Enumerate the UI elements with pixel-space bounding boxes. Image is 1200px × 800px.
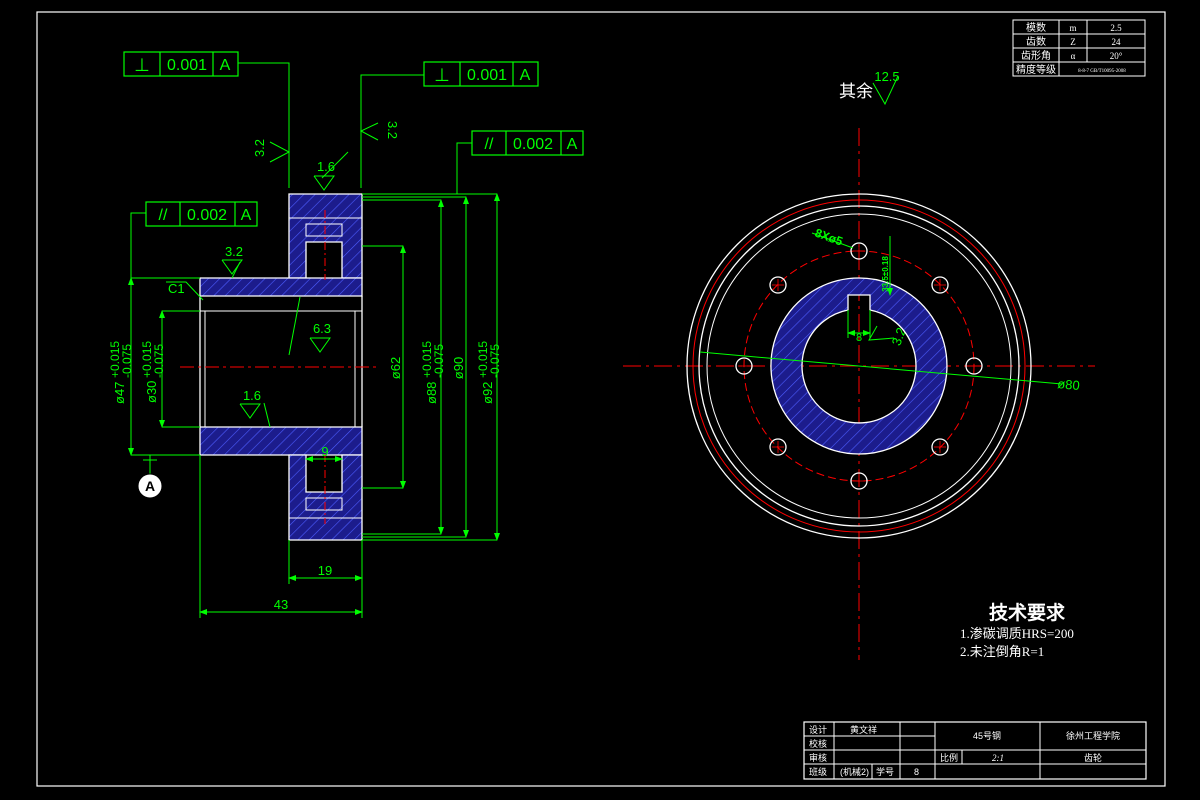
section-dimensions: [128, 62, 500, 618]
gear-param-table: 模数 m 2.5 齿数 Z 24 齿形角 α 20° 精度等级 8-8-7 GB…: [1012, 19, 1146, 77]
tb-class-value: (机械2): [840, 766, 869, 777]
datum-a-label: A: [145, 478, 155, 494]
dim-root-tol-up: +0.015: [420, 341, 434, 378]
hub-ring: [770, 277, 948, 455]
dim-chamfer: C1: [168, 281, 185, 296]
param-symbol-2: α: [1071, 51, 1076, 61]
tb-design-label: 设计: [809, 724, 827, 735]
section-view: [180, 193, 380, 541]
root-circle: [698, 205, 1020, 527]
tip-circle: [686, 193, 1032, 539]
tb-school: 徐州工程学院: [1066, 730, 1120, 741]
gdt-parallel-right-value: 0.002: [513, 136, 553, 153]
gdt-perp-right-datum: A: [520, 67, 531, 84]
lightening-holes: [735, 242, 983, 490]
tb-part-name: 齿轮: [1084, 752, 1102, 763]
roughness-other-label: 其余: [839, 82, 873, 101]
tech-requirements: 技术要求 1.渗碳调质HRS=200 2.未注倒角R=1: [960, 601, 1074, 659]
dim-pitch-dia: ø90: [451, 357, 466, 379]
param-symbol-0: m: [1069, 23, 1076, 33]
tb-id-value: 8: [914, 767, 919, 777]
dim-tip-tol-lo: -0.075: [488, 344, 502, 378]
param-label-2: 齿形角: [1021, 50, 1051, 62]
roughness-face-right: 3.2: [385, 121, 400, 139]
param-value-1: 24: [1112, 37, 1122, 47]
title-block: 设计 黄文祥 校核 审核 班级 (机械2) 学号 8 45号钢 徐州工程学院 比…: [803, 721, 1147, 780]
dim-hub-tol-up: +0.015: [108, 341, 122, 378]
param-label-3: 精度等级: [1016, 63, 1056, 76]
gdt-parallel-right-symbol: //: [485, 136, 494, 153]
roughness-face-left: 3.2: [252, 139, 267, 157]
gdt-parallel-left-symbol: //: [159, 207, 168, 224]
gdt-parallel-left-value: 0.002: [187, 207, 227, 224]
roughness-tooth-top: 1.6: [317, 159, 335, 174]
roughness-bore-lower: 1.6: [243, 388, 261, 403]
dim-hole-pattern: 8Xø5: [813, 226, 845, 249]
tb-id-label: 学号: [876, 766, 894, 777]
tech-req-item-2: 2.未注倒角R=1: [960, 644, 1044, 659]
tb-review-label: 审核: [809, 752, 827, 763]
tb-scale-label: 比例: [940, 752, 958, 763]
roughness-symbols: [221, 75, 899, 419]
sheet-border: [36, 11, 1166, 787]
dim-bore-dia: ø30: [144, 381, 159, 403]
dim-width: 19: [318, 563, 332, 578]
tb-class-label: 班级: [809, 766, 827, 777]
dimension-labels: ø47 +0.015 -0.075 ø30 +0.015 -0.075 ø62 …: [108, 281, 502, 612]
datum-a-symbol: A: [137, 473, 163, 499]
tb-check-label: 校核: [809, 738, 827, 749]
roughness-hub-top: 3.2: [225, 244, 243, 259]
dim-hub-dia: ø47: [112, 382, 127, 404]
gdt-frames: [123, 51, 584, 227]
param-value-0: 2.5: [1110, 23, 1122, 33]
dim-total-len: 43: [274, 597, 288, 612]
gdt-perp-top-value: 0.001: [167, 57, 207, 74]
gdt-parallel-right-datum: A: [567, 136, 578, 153]
roughness-labels: 3.2 3.2 1.6 3.2 6.3 1.6 3.2 12.5: [225, 69, 909, 403]
dim-bore-tol-lo: -0.075: [152, 344, 166, 378]
dim-keyway-depth: 33.5±0.18: [881, 256, 890, 292]
pitch-circle: [692, 199, 1026, 533]
gdt-perp-top-symbol: ⊥: [134, 55, 150, 75]
dim-web-thk: 9: [321, 444, 328, 459]
gdt-perp-top-datum: A: [220, 57, 231, 74]
tech-req-item-1: 1.渗碳调质HRS=200: [960, 626, 1074, 641]
dim-web-dia: ø62: [388, 357, 403, 379]
gdt-perp-right-symbol: ⊥: [434, 65, 450, 85]
front-view: 8Xø5 ø80 8 33.5±0.18: [623, 128, 1095, 660]
dim-root-dia: ø88: [424, 382, 439, 404]
param-value-2: 20°: [1110, 51, 1123, 61]
roughness-bore-inner: 6.3: [313, 321, 331, 336]
dim-hub-tol-lo: -0.075: [120, 344, 134, 378]
dim-keyway-width: 8: [856, 332, 862, 344]
section-hub-bottom: [199, 426, 363, 456]
gdt-texts: ⊥ 0.001 A ⊥ 0.001 A // 0.002 A // 0.002 …: [134, 55, 578, 224]
dim-tip-dia: ø92: [480, 382, 495, 404]
param-value-3: 8-8-7 GB/T10095-2008: [1078, 69, 1126, 74]
roughness-other-value: 12.5: [874, 69, 899, 84]
gdt-perp-right-value: 0.001: [467, 67, 507, 84]
dim-root-tol-lo: -0.075: [432, 344, 446, 378]
gdt-parallel-left-datum: A: [241, 207, 252, 224]
dim-hole-circle: ø80: [1057, 376, 1081, 393]
tb-designer: 黄文祥: [850, 724, 877, 735]
param-label-0: 模数: [1026, 21, 1046, 34]
param-label-1: 齿数: [1026, 35, 1046, 48]
dim-tip-tol-up: +0.015: [476, 341, 490, 378]
dim-bore-tol-up: +0.015: [140, 341, 154, 378]
param-symbol-1: Z: [1070, 37, 1076, 47]
section-hub-top: [199, 277, 363, 297]
tb-scale-value: 2:1: [992, 753, 1004, 763]
tb-material: 45号钢: [973, 730, 1001, 741]
tech-req-title: 技术要求: [989, 601, 1066, 624]
